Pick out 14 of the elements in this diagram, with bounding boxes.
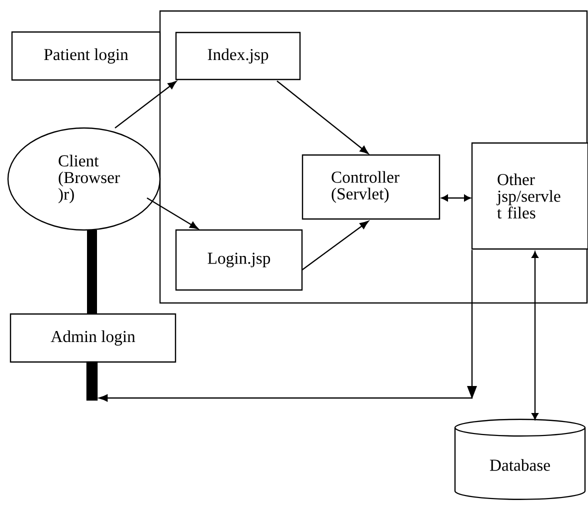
process-box: Index.jsp <box>175 32 301 80</box>
process-box: Controller (Servlet) <box>302 154 440 220</box>
arrow <box>302 220 369 270</box>
process-box: Login.jsp <box>175 229 303 291</box>
arrow <box>532 251 538 420</box>
process-box: Admin login <box>10 313 176 363</box>
process-box: Patient login <box>11 31 161 81</box>
arrow <box>114 80 177 128</box>
arrow <box>441 194 471 202</box>
process-box: Other jsp/servle t files <box>471 142 588 250</box>
arrow <box>98 250 477 402</box>
database-cylinder: Database <box>454 418 586 500</box>
arrow <box>276 80 369 154</box>
arrow <box>146 197 198 230</box>
